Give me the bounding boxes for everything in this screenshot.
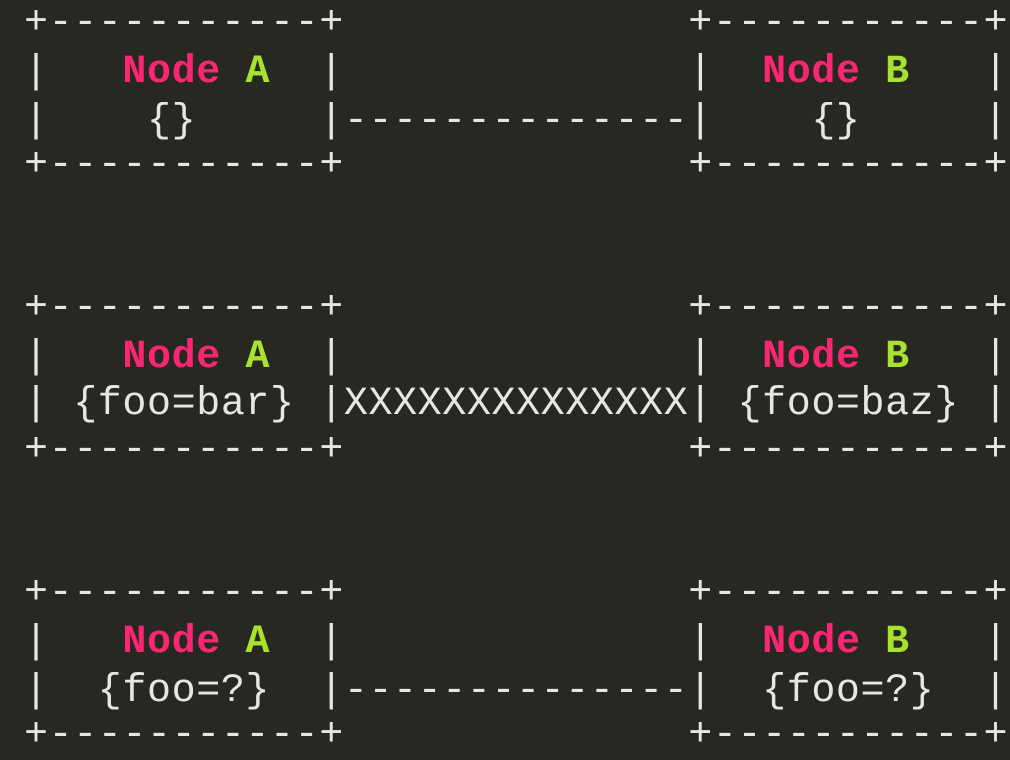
diagram-line-bottom: +-----------+ +-----------+ [24,143,1009,188]
node-word: Node [122,620,221,665]
diagram-line-bottom: +-----------+ +-----------+ [24,428,1009,473]
diagram-line-values: | {foo=bar} |XXXXXXXXXXXXXX| {foo=baz} | [24,382,1009,427]
diagram-line-names: | Node A | | Node B | [24,620,1009,665]
diagram-line-names: | Node A | | Node B | [24,335,1009,380]
node-word: Node [762,335,861,380]
node-id: B [885,620,910,665]
node-id: B [885,50,910,95]
diagram-line-top: +-----------+ +-----------+ [24,571,1009,616]
diagram-line-values: | {foo=?} |--------------| {foo=?} | [24,669,1009,714]
diagram-line-top: +-----------+ +-----------+ [24,286,1009,331]
diagram-panel-3: +-----------+ +-----------+ | Node A | |… [0,570,1010,758]
node-word: Node [122,335,221,380]
node-id: A [245,620,271,665]
diagram-line-values: | {} |--------------| {} | [24,99,1009,144]
diagram-line-top: +-----------+ +-----------+ [24,1,1009,46]
diagram-panel-2: +-----------+ +-----------+ | Node A | |… [0,285,1010,473]
diagram-line-names: | Node A | | Node B | [24,50,1009,95]
node-id: A [245,335,271,380]
node-id: A [245,50,271,95]
diagram-panel-1: +-----------+ +-----------+ | Node A | |… [0,0,1010,188]
node-id: B [885,335,910,380]
node-word: Node [762,620,861,665]
node-word: Node [762,50,861,95]
node-word: Node [122,50,221,95]
diagram-line-bottom: +-----------+ +-----------+ [24,713,1009,758]
